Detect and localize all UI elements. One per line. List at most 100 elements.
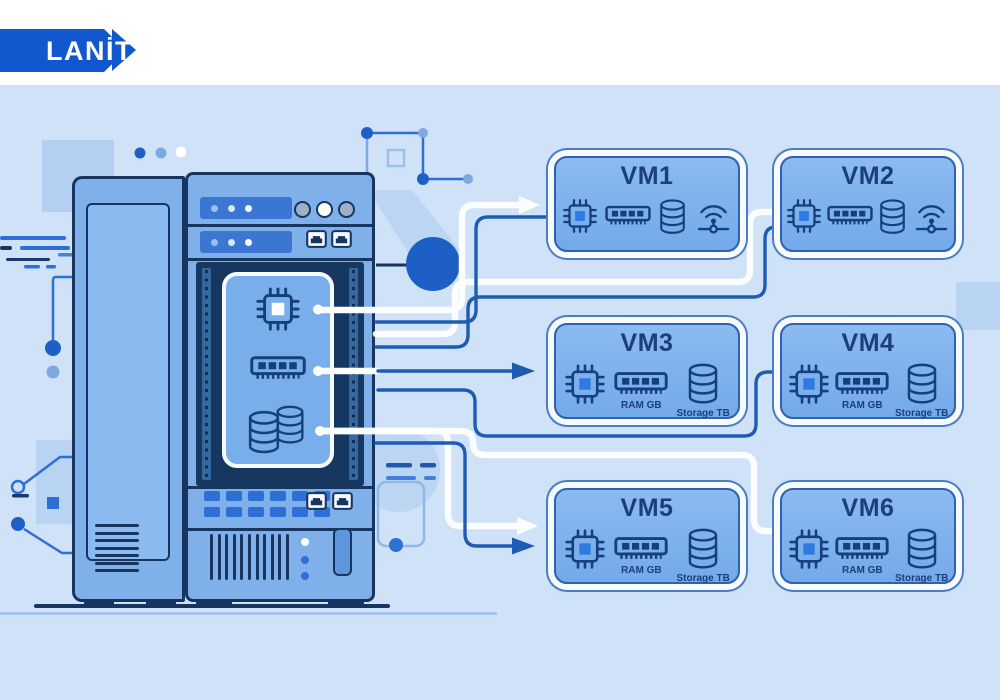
storage-icon xyxy=(904,527,940,571)
storage-icon xyxy=(877,198,908,236)
arrow-icon-vm1 xyxy=(519,196,540,214)
ram-icon xyxy=(614,534,668,563)
vm-ram: RAM GB xyxy=(614,362,668,411)
vm-icon-row: RAM GB Storage TB xyxy=(556,362,738,419)
network-icon xyxy=(913,200,950,234)
server-drive-bay-bar xyxy=(200,231,292,253)
vm-card-vm6: VM6 RAM GB Storage TB xyxy=(780,488,956,584)
server-bay-divider xyxy=(187,224,373,227)
vm-card-vm5: VM5 RAM GB Storage TB xyxy=(554,488,740,584)
server-bay-divider xyxy=(187,486,373,489)
indicator-dot xyxy=(301,572,309,580)
storage-icon xyxy=(904,362,940,406)
wire-cpu-to-vm1 xyxy=(314,201,524,314)
vm-icon-row: RAM GB Storage TB xyxy=(782,527,954,584)
ram-capacity-label: RAM GB xyxy=(842,565,883,576)
ram-capacity-label: RAM GB xyxy=(842,400,883,411)
ram-icon xyxy=(835,534,889,563)
vm-ram: RAM GB xyxy=(835,527,889,576)
cpu-icon xyxy=(788,528,830,570)
power-led-icon xyxy=(294,201,311,218)
arrow-icon-vm5-white xyxy=(517,517,538,535)
vm-network xyxy=(695,195,732,234)
vm-storage: Storage TB xyxy=(895,362,948,419)
indicator-dot xyxy=(301,538,309,546)
vm-storage xyxy=(657,195,688,236)
connector-dot-storage xyxy=(315,426,325,436)
wire-to-vm2 xyxy=(372,208,776,338)
vm-storage: Storage TB xyxy=(895,527,948,584)
vm-title: VM5 xyxy=(620,494,674,522)
storage-capacity-label: Storage TB xyxy=(894,408,949,419)
vm-card-vm3: VM3 RAM GB Storage TB xyxy=(554,323,740,419)
server-tower-left-panel xyxy=(86,203,170,561)
vm-icon-row: RAM GB Storage TB xyxy=(556,527,738,584)
server-foot xyxy=(146,599,176,608)
vm-network xyxy=(913,195,950,234)
vm-cpu xyxy=(564,362,606,405)
cpu-icon xyxy=(564,528,606,570)
indicator-dot xyxy=(301,556,309,564)
server-foot xyxy=(328,599,364,608)
server-bottom-vent-grille xyxy=(210,534,289,580)
server-bay-divider xyxy=(187,258,373,261)
ram-icon xyxy=(605,203,651,228)
wire-blue-to-vm5 xyxy=(374,441,514,548)
vm-ram: RAM GB xyxy=(835,362,889,411)
vm-ram xyxy=(827,195,873,228)
vm-storage: Storage TB xyxy=(676,362,730,419)
vm-title: VM3 xyxy=(620,329,674,357)
wire-blue-to-vm4 xyxy=(376,370,774,438)
storage-capacity-label: Storage TB xyxy=(894,573,949,584)
ram-icon xyxy=(835,369,889,398)
network-icon xyxy=(695,200,732,234)
status-led-icon xyxy=(316,201,333,218)
ram-icon xyxy=(614,369,668,398)
vm-storage: Storage TB xyxy=(676,527,730,584)
server-handle-slot xyxy=(333,528,352,576)
storage-icon xyxy=(657,198,688,236)
lanit-logo-banner xyxy=(0,29,126,72)
wire-blue-to-vm2 xyxy=(374,225,778,349)
lanit-logo-arrow-icon xyxy=(112,29,136,71)
ram-capacity-label: RAM GB xyxy=(621,400,662,411)
wire-to-vm6 xyxy=(316,427,776,535)
vm-card-vm2: VM2 xyxy=(780,156,956,252)
vm-ram: RAM GB xyxy=(614,527,668,576)
vm-card-vm1: VM1 xyxy=(554,156,740,252)
vm-cpu xyxy=(562,195,598,234)
cpu-icon xyxy=(786,198,822,234)
lanit-logo-text: LANİT xyxy=(46,36,133,66)
storage-capacity-label: Storage TB xyxy=(676,573,730,584)
status-led-icon xyxy=(338,201,355,218)
vm-title: VM4 xyxy=(841,329,895,357)
cpu-icon xyxy=(564,363,606,405)
cpu-icon xyxy=(788,363,830,405)
ram-capacity-label: RAM GB xyxy=(621,565,662,576)
vm-title: VM1 xyxy=(620,162,674,190)
vm-cpu xyxy=(564,527,606,570)
server-foot xyxy=(196,599,232,608)
vm-cpu xyxy=(788,527,830,570)
wire-storage-to-vm5 xyxy=(316,427,522,530)
connector-dot-cpu xyxy=(313,304,323,315)
storage-icon xyxy=(685,362,721,406)
vm-icon-row xyxy=(782,195,954,236)
server-left-vent-grille xyxy=(95,524,139,572)
connector-dot-ram xyxy=(313,366,323,376)
vm-storage xyxy=(877,195,908,236)
vm-ram xyxy=(605,195,651,228)
server-foot xyxy=(84,599,114,608)
ram-icon xyxy=(827,203,873,228)
storage-icon xyxy=(685,527,721,571)
server-drive-bay-bar xyxy=(200,197,292,219)
arrow-icon-vm5-blue xyxy=(512,537,535,555)
server-bay-divider xyxy=(187,528,373,531)
storage-capacity-label: Storage TB xyxy=(676,408,730,419)
vm-title: VM2 xyxy=(841,162,895,190)
rack-rail xyxy=(202,268,211,480)
arrow-icon-vm3 xyxy=(512,362,535,380)
cpu-icon xyxy=(562,198,598,234)
